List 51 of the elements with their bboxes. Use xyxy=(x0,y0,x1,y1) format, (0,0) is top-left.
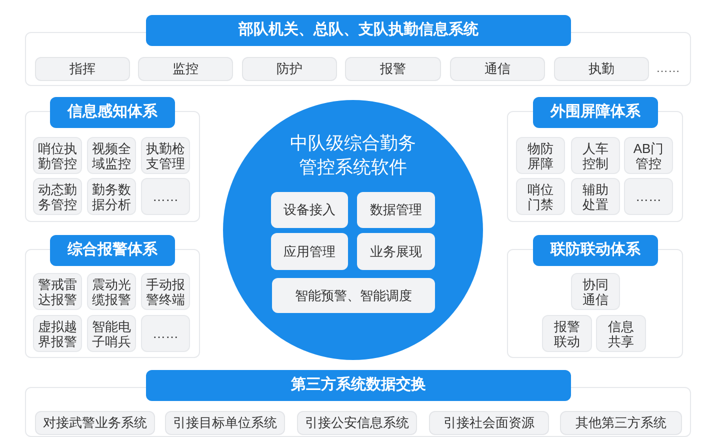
module-tile: 信息共享 xyxy=(596,315,646,352)
module-tile: 震动光缆报警 xyxy=(87,273,136,310)
panel-title: 综合报警体系 xyxy=(50,235,175,266)
system-panel xyxy=(25,97,200,222)
system-panel xyxy=(25,15,691,86)
module-tile: 通信 xyxy=(450,57,545,81)
module-tile: 动态勤务管控 xyxy=(33,178,82,215)
module-tile: 协同通信 xyxy=(571,273,620,310)
module-tile: 人车控制 xyxy=(571,137,620,174)
panel-title: 第三方系统数据交换 xyxy=(146,370,571,401)
module-tile: 智能预警、智能调度 xyxy=(272,278,435,313)
module-tile: 智能电子哨兵 xyxy=(87,315,136,352)
module-tile: 设备接入 xyxy=(271,192,348,228)
module-tile: 引接社会面资源 xyxy=(429,411,549,435)
module-tile: 对接武警业务系统 xyxy=(35,411,155,435)
module-tile: 哨位执勤管控 xyxy=(33,137,82,174)
module-tile: 物防屏障 xyxy=(516,137,565,174)
system-panel xyxy=(25,370,691,437)
module-tile: 勤务数据分析 xyxy=(87,178,136,215)
module-tile: …… xyxy=(141,315,190,352)
module-tile: 应用管理 xyxy=(271,233,348,270)
system-panel xyxy=(507,97,683,222)
module-tile: 警戒雷达报警 xyxy=(33,273,82,310)
module-tile: AB门管控 xyxy=(624,137,673,174)
module-tile: 引接公安信息系统 xyxy=(297,411,417,435)
module-tile: 执勤 xyxy=(554,57,649,81)
panel-title: 外围屏障体系 xyxy=(533,97,658,128)
module-tile: 虚拟越界报警 xyxy=(33,315,82,352)
ellipsis-text: …… xyxy=(656,60,680,76)
module-tile: 监控 xyxy=(138,57,233,81)
module-tile: 业务展现 xyxy=(357,233,435,270)
module-tile: 报警联动 xyxy=(542,315,592,352)
module-tile: 数据管理 xyxy=(357,192,435,228)
module-tile: 防护 xyxy=(242,57,337,81)
module-tile: 辅助处置 xyxy=(571,178,620,215)
module-tile: 哨位门禁 xyxy=(516,178,565,215)
module-tile: 执勤枪支管理 xyxy=(141,137,190,174)
module-tile: 报警 xyxy=(345,57,441,81)
panel-title: 部队机关、总队、支队执勤信息系统 xyxy=(146,15,571,46)
module-tile: …… xyxy=(624,178,673,215)
panel-title: 联防联动体系 xyxy=(533,235,658,266)
module-tile: 视频全域监控 xyxy=(87,137,136,174)
module-tile: 其他第三方系统 xyxy=(560,411,682,435)
module-tile: …… xyxy=(141,178,190,215)
module-tile: 指挥 xyxy=(35,57,130,81)
circle-title: 中队级综合勤务管控系统软件 xyxy=(289,132,417,179)
module-tile: 手动报警终端 xyxy=(141,273,190,310)
panel-title: 信息感知体系 xyxy=(50,97,175,128)
system-panel xyxy=(25,235,200,358)
module-tile: 引接目标单位系统 xyxy=(165,411,285,435)
system-panel xyxy=(507,235,683,358)
